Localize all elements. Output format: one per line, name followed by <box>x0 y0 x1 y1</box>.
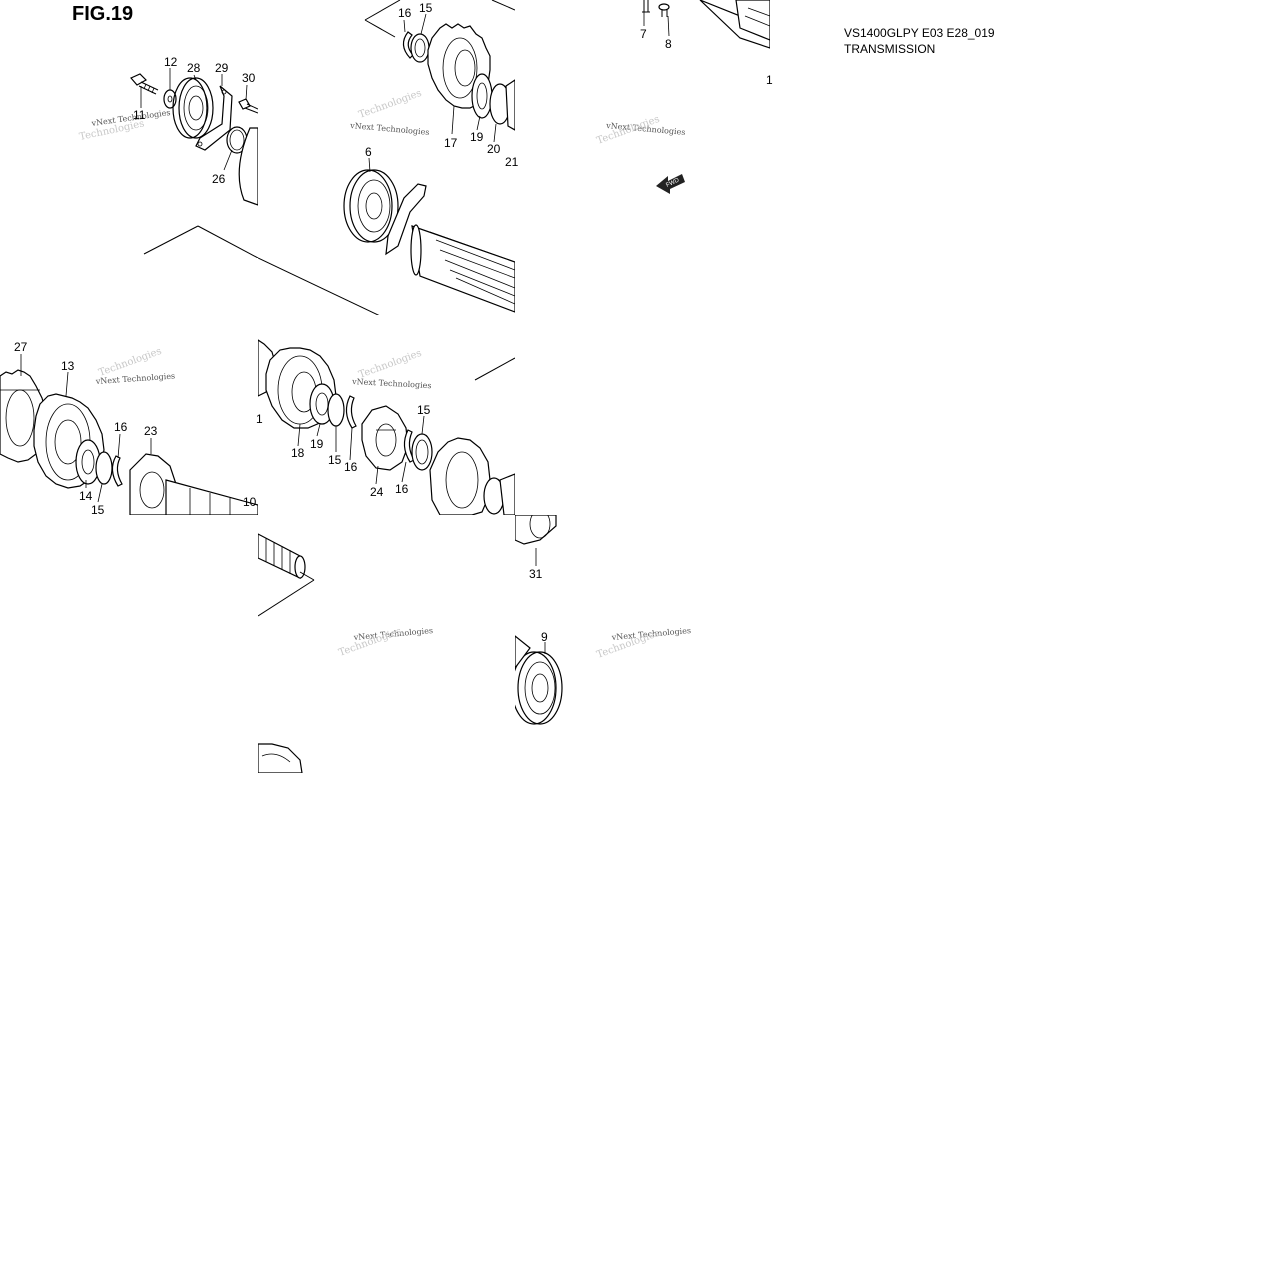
shaft-part <box>410 224 515 313</box>
callout-label: 15 <box>417 403 431 417</box>
callout-label: 28 <box>187 61 201 75</box>
callout-label: 30 <box>242 71 256 85</box>
retainer-part <box>385 183 427 256</box>
shaft-part <box>165 479 258 515</box>
watermark-text: vNext Technologies <box>349 121 430 137</box>
screw-part <box>238 98 258 114</box>
callout-label: 6 <box>365 145 372 159</box>
callout-label: 1 <box>766 73 773 87</box>
callout-label: 7 <box>640 27 647 41</box>
callout-label: 16 <box>395 482 409 496</box>
watermark-text: Technologies <box>357 348 423 381</box>
center-gear-group <box>258 339 515 515</box>
callout-label: 10 <box>243 495 257 509</box>
callout-label: 1 <box>256 412 263 426</box>
upper-right-group: FWD <box>642 0 770 194</box>
circlip-part <box>111 455 123 487</box>
callout-label: 11 <box>133 108 146 122</box>
gear-part <box>429 437 491 515</box>
callout-label: 8 <box>665 37 672 51</box>
section-name: TRANSMISSION <box>844 42 936 56</box>
washer-part <box>411 433 433 471</box>
callout-label: 27 <box>14 340 28 354</box>
callout-label: 19 <box>310 437 324 451</box>
bearing-part <box>515 635 563 725</box>
bolt-part <box>130 73 159 95</box>
model-info: VS1400GLPY E03 E28_019 TRANSMISSION <box>844 25 995 57</box>
bearing-part <box>515 515 557 545</box>
screw-part <box>658 3 670 17</box>
callout-label: 15 <box>328 453 342 467</box>
shaft-part <box>258 533 306 579</box>
circlip-part <box>345 395 357 429</box>
callout-label: 19 <box>470 130 484 144</box>
washer-part <box>327 393 345 427</box>
callout-label: 9 <box>541 630 548 644</box>
watermark-text: Technologies <box>357 88 423 121</box>
callout-label: 15 <box>419 1 433 15</box>
driveshaft-gear-group <box>0 369 258 515</box>
callout-label: 15 <box>91 503 105 517</box>
bearing-part <box>172 77 214 139</box>
leader-lines <box>20 12 670 654</box>
callout-label: 26 <box>212 172 226 186</box>
callout-label: 16 <box>398 6 412 20</box>
washer-part <box>410 33 430 63</box>
bearings-group <box>515 515 563 725</box>
watermark-text: vNext Technologies <box>351 377 432 390</box>
callout-label: 18 <box>291 446 305 460</box>
callout-label: 17 <box>444 136 458 150</box>
callout-label: 13 <box>61 359 75 373</box>
callout-label: 14 <box>79 489 93 503</box>
fwd-label: FWD <box>665 177 681 188</box>
washer-part <box>95 451 113 485</box>
callout-label: 21 <box>505 155 519 169</box>
callout-label: 12 <box>164 55 178 69</box>
lower-left-shaft-group <box>258 533 315 773</box>
model-code: VS1400GLPY E03 E28_019 <box>844 26 995 40</box>
bearing-retainer-group <box>130 73 258 258</box>
callout-label: 16 <box>114 420 128 434</box>
bearing-part <box>343 169 399 243</box>
callout-label: 24 <box>370 485 384 499</box>
forward-arrow-icon: FWD <box>656 174 685 194</box>
callout-numbers: 16 15 7 8 1 12 28 29 30 11 26 17 19 20 2… <box>14 1 773 644</box>
bearing-part <box>258 743 303 773</box>
screw-part <box>642 0 650 13</box>
callout-label: 20 <box>487 142 501 156</box>
countershaft-group <box>258 0 515 315</box>
retainer-plate-part <box>195 85 233 151</box>
callout-label: 23 <box>144 424 158 438</box>
bushing-part <box>471 73 493 119</box>
figure-title: FIG.19 <box>72 3 134 25</box>
callout-label: 16 <box>344 460 358 474</box>
callout-label: 31 <box>529 567 543 581</box>
shift-sleeve-part <box>361 405 409 471</box>
callout-label: 29 <box>215 61 229 75</box>
